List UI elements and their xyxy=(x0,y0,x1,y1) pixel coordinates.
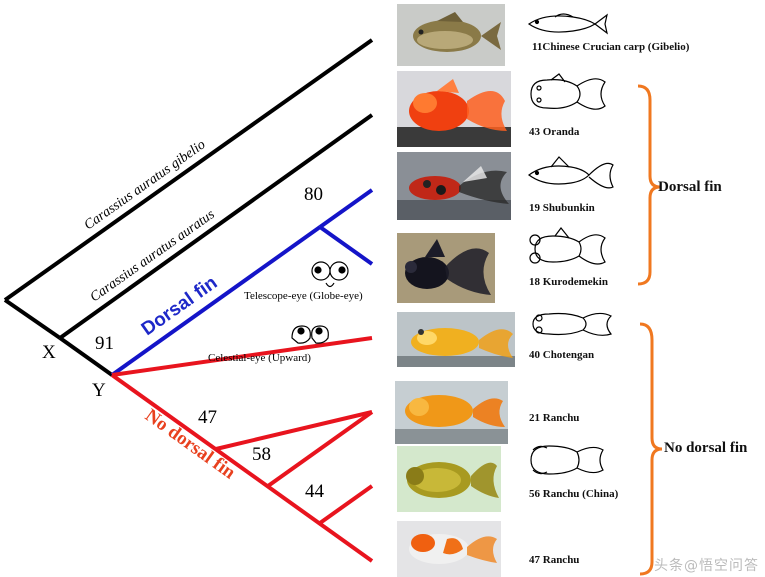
support-value-91: 91 xyxy=(95,333,114,354)
photo-shubunkin xyxy=(397,152,511,220)
sketch-crucian-carp-icon xyxy=(527,13,608,35)
support-value-80: 80 xyxy=(304,184,323,205)
branch-x-y xyxy=(58,336,114,377)
sketch-oranda-icon xyxy=(530,73,606,110)
celestial-eye-label: Celestial-eye (Upward) xyxy=(208,352,311,364)
photo-ranchu-china xyxy=(397,446,501,512)
branch-y-chotengan xyxy=(111,336,373,377)
branch-dorsal-shubunkin xyxy=(318,188,374,229)
taxon-label-oranda: 43 Oranda xyxy=(529,126,580,138)
branch-ranchu56b xyxy=(318,484,374,525)
support-value-44: 44 xyxy=(305,481,325,502)
taxon-label-shubunkin: 19 Shubunkin xyxy=(529,202,595,214)
taxon-label-ranchu-47: 47 Ranchu xyxy=(529,554,580,566)
branch-ranchu21 xyxy=(215,410,373,451)
telescope-eye-icon xyxy=(311,261,349,288)
branch-x-oranda xyxy=(58,113,374,340)
sketch-kurodemekin-icon xyxy=(529,227,606,265)
photo-ranchu-47 xyxy=(397,521,501,577)
branch-root-gibelio xyxy=(3,38,374,302)
watermark: 头条@悟空问答 xyxy=(654,558,759,574)
photo-ranchu-21 xyxy=(395,381,508,444)
node-label-y: Y xyxy=(92,380,106,401)
photo-crucian-carp xyxy=(397,4,505,66)
branch-dorsal-stem xyxy=(110,225,322,377)
photo-chotengan xyxy=(397,312,515,367)
support-value-47: 47 xyxy=(198,407,217,428)
group-label-dorsal-fin: Dorsal fin xyxy=(658,179,722,195)
taxon-label-ranchu-21: 21 Ranchu xyxy=(529,412,580,424)
group-label-no-dorsal-fin: No dorsal fin xyxy=(664,440,748,456)
branch-ranchu56 xyxy=(266,410,374,488)
node-label-x: X xyxy=(42,342,56,363)
branch-label-no-dorsal: No dorsal fin xyxy=(141,405,239,484)
branch-nodorsal-stem xyxy=(110,373,374,563)
dorsal-fin-bracket xyxy=(637,84,661,286)
support-value-58: 58 xyxy=(252,444,271,465)
no-dorsal-fin-bracket xyxy=(639,322,663,576)
taxon-label-chotengan: 40 Chotengan xyxy=(529,349,595,361)
branch-label-gibelio: Carassius auratus gibelio xyxy=(82,137,209,233)
branch-root-x xyxy=(3,298,62,340)
photo-oranda xyxy=(397,71,511,147)
sketch-shubunkin-icon xyxy=(527,156,614,189)
taxon-label-kurodemekin: 18 Kurodemekin xyxy=(529,276,608,288)
branch-dorsal-kurodemekin xyxy=(318,225,374,266)
taxon-label-ranchu-china: 56 Ranchu (China) xyxy=(529,488,619,500)
sketch-chotengan-icon xyxy=(532,312,613,336)
taxon-label-crucian-carp: 11Chinese Crucian carp (Gibelio) xyxy=(532,41,690,53)
photo-kurodemekin xyxy=(397,233,495,303)
celestial-eye-icon xyxy=(291,325,329,344)
telescope-eye-label: Telescope-eye (Globe-eye) xyxy=(244,290,363,302)
sketch-ranchu-icon xyxy=(530,445,604,475)
